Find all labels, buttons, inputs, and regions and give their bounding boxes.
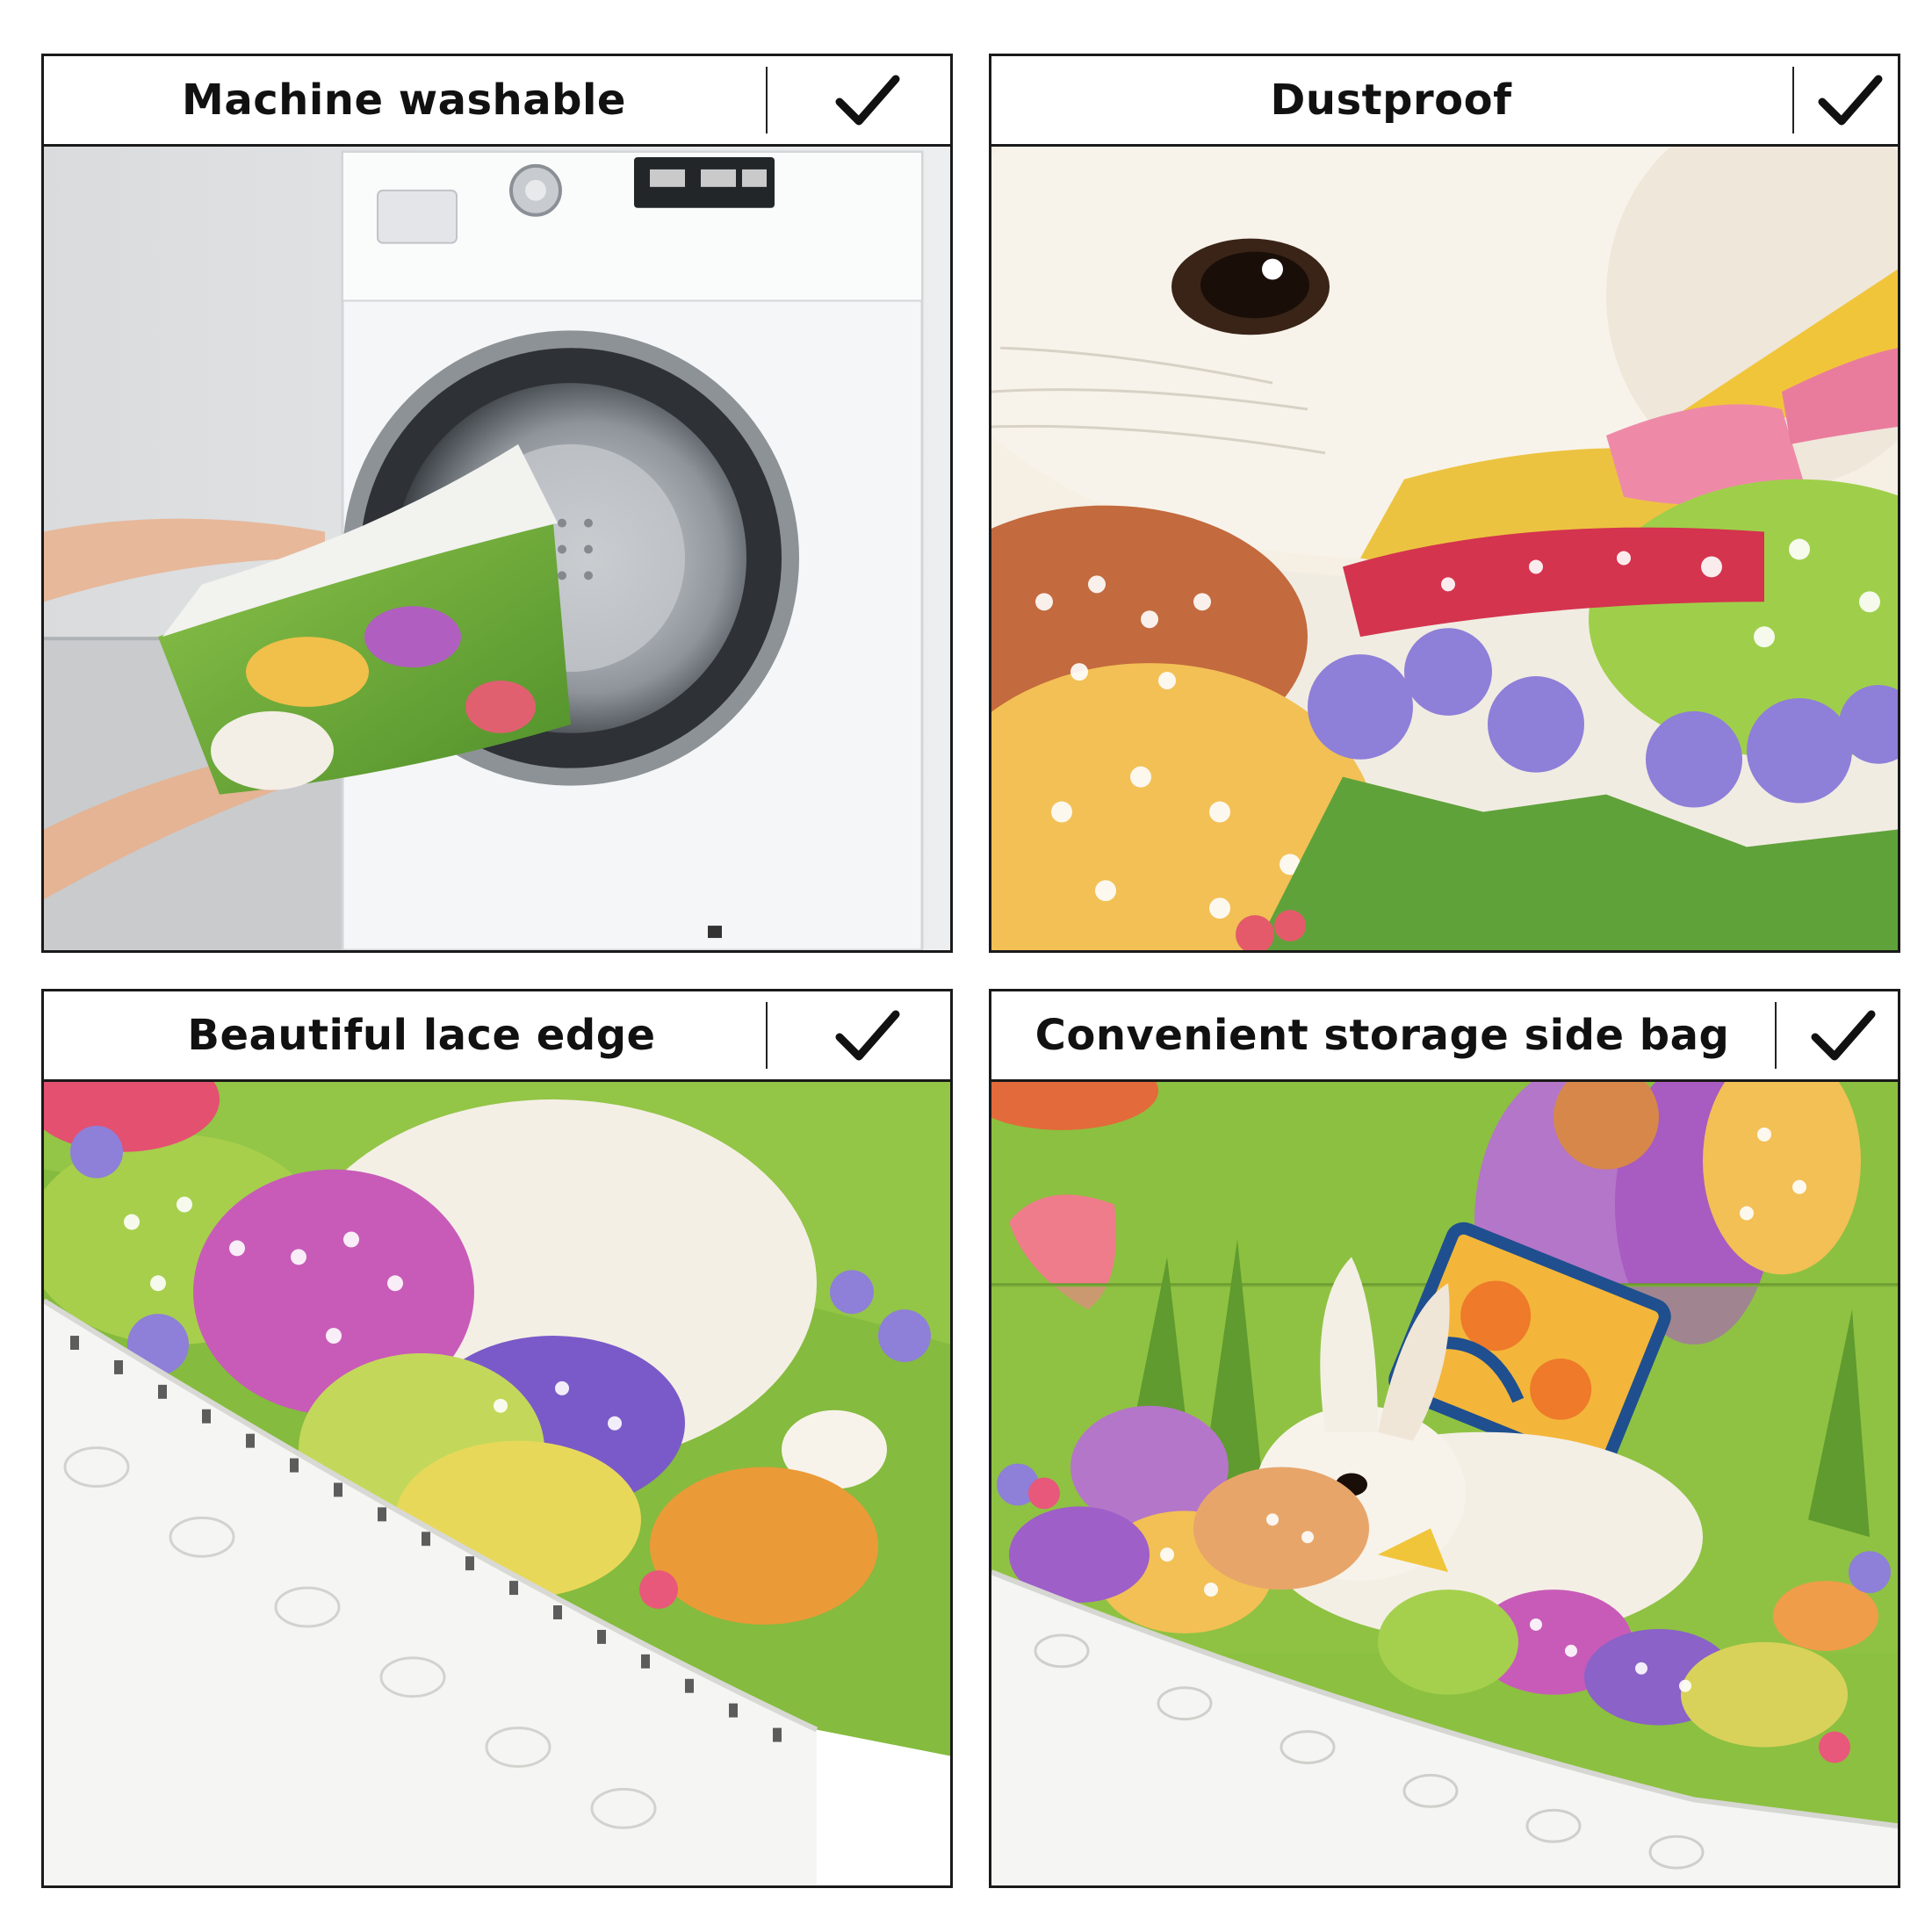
panel-title: Machine washable bbox=[182, 76, 626, 125]
side-pocket-photo bbox=[991, 1082, 1898, 1885]
panel-header: Beautiful lace edge bbox=[44, 991, 950, 1082]
bunny-closeup-photo bbox=[991, 147, 1898, 950]
panel-title: Dustproof bbox=[1270, 76, 1512, 125]
checkmark-icon bbox=[1811, 1010, 1876, 1061]
panel-title: Beautiful lace edge bbox=[187, 1011, 656, 1060]
checkmark-icon bbox=[1818, 75, 1883, 126]
washing-machine-photo bbox=[44, 147, 950, 950]
lace-edge-photo bbox=[44, 1082, 950, 1885]
header-divider bbox=[1775, 1002, 1777, 1069]
feature-panel-storage-bag: Convenient storage side bag bbox=[989, 989, 1900, 1888]
header-divider bbox=[1792, 67, 1794, 133]
checkmark-icon bbox=[835, 1010, 900, 1061]
panel-header: Dustproof bbox=[991, 56, 1898, 147]
feature-panel-dustproof: Dustproof bbox=[989, 54, 1900, 953]
panel-header: Convenient storage side bag bbox=[991, 991, 1898, 1082]
header-divider bbox=[766, 1002, 768, 1069]
panel-title: Convenient storage side bag bbox=[1034, 1011, 1730, 1060]
feature-panel-machine-washable: Machine washable bbox=[41, 54, 953, 953]
panel-header: Machine washable bbox=[44, 56, 950, 147]
checkmark-icon bbox=[835, 75, 900, 126]
header-divider bbox=[766, 67, 768, 133]
feature-panel-lace-edge: Beautiful lace edge bbox=[41, 989, 953, 1888]
